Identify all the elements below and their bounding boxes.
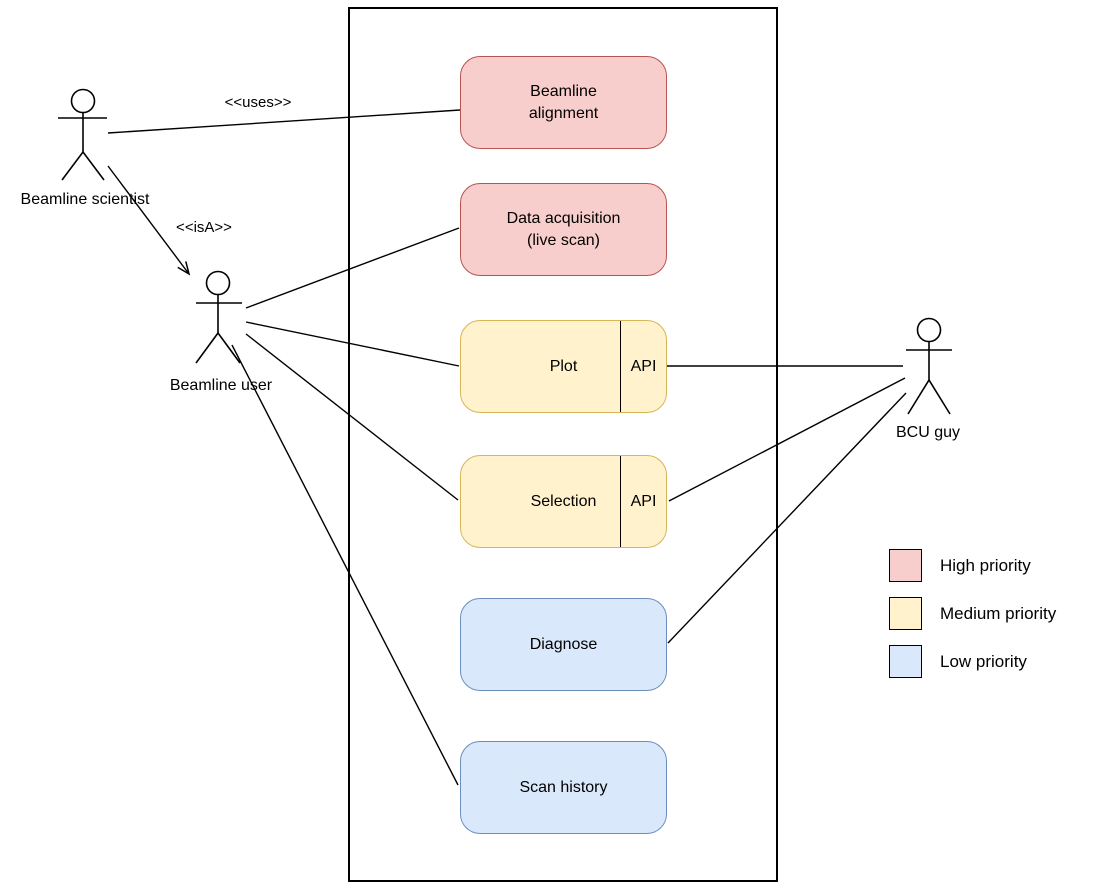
api-label: API xyxy=(630,492,657,510)
usecase-label: Data acquisition (live scan) xyxy=(506,209,621,249)
generalization-scientist-user-isA-arrow xyxy=(107,165,191,276)
association-scientist-alignment xyxy=(107,109,461,134)
priority-legend: High priority Medium priority Low priori… xyxy=(889,549,1056,678)
usecase-label: Beamline alignment xyxy=(528,82,599,122)
usecase-selection: Selection API xyxy=(460,455,667,548)
actor-label-bcu-guy: BCU guy xyxy=(895,424,961,441)
actor-figure-beamline-user xyxy=(195,270,242,364)
actor-head xyxy=(916,317,942,343)
usecase-label: Scan history xyxy=(519,778,608,796)
legend-row-high: High priority xyxy=(889,549,1056,582)
association-user-plot xyxy=(245,321,460,367)
association-selection-api-bcu xyxy=(668,377,906,502)
system-boundary xyxy=(348,7,778,882)
legend-label-high: High priority xyxy=(940,555,1031,575)
actor-figure-bcu-guy xyxy=(906,317,952,415)
legend-row-medium: Medium priority xyxy=(889,597,1056,630)
usecase-plot-api-compartment: API xyxy=(620,321,666,412)
association-diagnose-bcu xyxy=(667,392,907,644)
legend-label-medium: Medium priority xyxy=(940,603,1057,623)
actor-figure-beamline-scientist xyxy=(58,88,107,181)
usecase-plot: Plot API xyxy=(460,320,667,413)
usecase-scan-history: Scan history xyxy=(460,741,667,834)
association-user-selection xyxy=(245,333,459,501)
actor-head xyxy=(70,88,96,114)
usecase-diagnose: Diagnose xyxy=(460,598,667,691)
association-user-scan-history xyxy=(231,344,459,786)
legend-label-low: Low priority xyxy=(940,651,1027,671)
usecase-data-acquisition: Data acquisition (live scan) xyxy=(460,183,667,276)
usecase-label: Plot xyxy=(549,357,578,375)
legend-row-low: Low priority xyxy=(889,645,1056,678)
actor-label-beamline-scientist: Beamline scientist xyxy=(20,191,150,208)
stereotype-uses-label: <<uses>> xyxy=(224,94,292,111)
actor-head xyxy=(205,270,231,296)
legend-swatch-medium xyxy=(889,597,922,630)
association-user-data-acquisition xyxy=(245,227,460,309)
legend-swatch-high xyxy=(889,549,922,582)
stereotype-isA-label: <<isA>> xyxy=(176,219,232,236)
actor-label-beamline-user: Beamline user xyxy=(169,377,273,394)
api-label: API xyxy=(630,357,657,375)
legend-swatch-low xyxy=(889,645,922,678)
usecase-label: Selection xyxy=(530,492,597,510)
usecase-selection-api-compartment: API xyxy=(620,456,666,547)
usecase-label: Diagnose xyxy=(529,635,598,653)
usecase-beamline-alignment: Beamline alignment xyxy=(460,56,667,149)
